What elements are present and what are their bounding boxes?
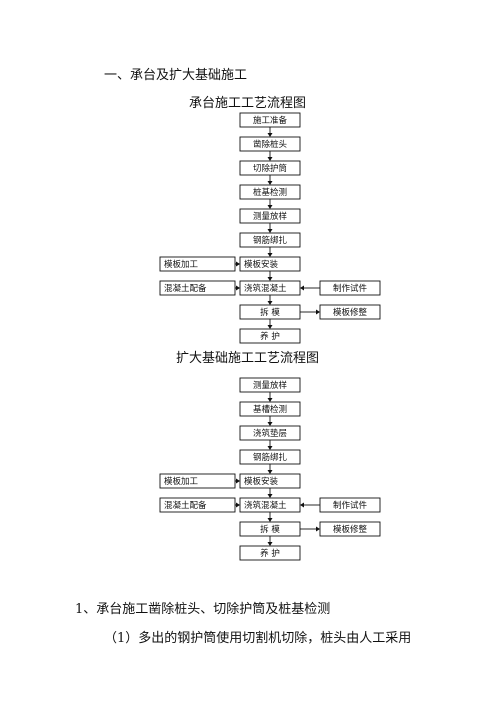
flowchart2-right-input-1-label: 制作试件	[333, 500, 368, 511]
flowchart1-arrow-5-head	[267, 229, 273, 233]
paragraph-text: （1）多出的钢护筒使用切割机切除，桩头由人工采用	[104, 631, 412, 646]
flowchart2-arrow-4-head	[267, 470, 273, 474]
flowchart2-step-8-box	[239, 545, 301, 561]
flowchart2-right-arrow-2-head	[316, 526, 320, 532]
flowchart1-arrow-7-head	[267, 277, 273, 281]
flowchart2-left-input-1-label: 模板加工	[164, 476, 199, 487]
flowchart1-step-4-label: 桩基检测	[253, 187, 287, 198]
flowchart2-right-arrow-1-head	[300, 502, 304, 508]
flowchart2-arrow-7-head	[267, 542, 273, 546]
flowchart2-left-input-2-label: 混凝土配备	[164, 500, 207, 511]
flowchart1-step-5-label: 测量放样	[253, 211, 288, 222]
flowchart1-step-10-label: 养 护	[260, 331, 280, 342]
flowchart2-right-input-2-label: 模板修整	[333, 524, 368, 535]
flowchart2-step-8-label: 养 护	[260, 548, 280, 559]
flowchart1-step-3-label: 切除护筒	[253, 163, 287, 174]
flowchart1-right-arrow-2-head	[316, 309, 320, 315]
flowchart1-arrow-2-head	[267, 157, 273, 161]
flowchart2-arrow-3-head	[267, 446, 273, 450]
flowchart1-left-arrow-2-head	[236, 285, 240, 291]
flowchart1-right-input-1-label: 制作试件	[333, 283, 368, 294]
flowchart1-right-arrow-1-head	[300, 285, 304, 291]
flowchart2-left-arrow-1-head	[236, 478, 240, 484]
flowchart2-step-2-label: 基槽检测	[253, 404, 287, 415]
flowchart2-title: 扩大基础施工工艺流程图	[176, 351, 320, 366]
flowchart2-left-arrow-2-head	[236, 502, 240, 508]
flowchart2-arrow-1-head	[267, 398, 273, 402]
flowchart1-step-8-label: 浇筑混凝土	[244, 283, 287, 294]
flowchart2-arrow-2-head	[267, 422, 273, 426]
flowchart1-left-arrow-1-head	[236, 261, 240, 267]
flowchart2-step-4-label: 钢筋绑扎	[253, 452, 288, 463]
flowchart1-step-2-label: 凿除桩头	[253, 139, 288, 150]
flowchart2-step-3-label: 浇筑垫层	[253, 428, 287, 439]
flowchart2-step-1-label: 测量放样	[253, 380, 288, 391]
section-heading: 一、承台及扩大基础施工	[104, 68, 248, 83]
flowchart2-step-6-label: 浇筑混凝土	[244, 500, 287, 511]
flowchart1-right-input-2-label: 模板修整	[333, 307, 368, 318]
flowchart1-arrow-1-head	[267, 133, 273, 137]
flowchart1-arrow-6-head	[267, 253, 273, 257]
flowchart1-arrow-9-head	[267, 325, 273, 329]
flowchart2-step-7-label: 拆 模	[260, 524, 280, 535]
flowchart2-arrow-6-head	[267, 518, 273, 522]
flowchart1-step-10-box	[239, 328, 301, 344]
flowchart2-arrow-5-head	[267, 494, 273, 498]
flowchart1-left-input-1-label: 模板加工	[164, 259, 199, 270]
flowchart1-step-7-label: 模板安装	[244, 259, 279, 270]
flowchart1-title: 承台施工工艺流程图	[189, 96, 307, 111]
subsection-heading: 1、承台施工凿除桩头、切除护筒及桩基检测	[75, 602, 331, 617]
flowchart1-step-6-label: 钢筋绑扎	[253, 235, 288, 246]
flowchart1-arrow-4-head	[267, 205, 273, 209]
flowchart1-left-input-2-label: 混凝土配备	[164, 283, 207, 294]
flowchart2-step-5-label: 模板安装	[244, 476, 279, 487]
flowchart1-step-1-label: 施工准备	[253, 115, 288, 126]
flowchart1-arrow-3-head	[267, 181, 273, 185]
flowchart1-arrow-8-head	[267, 301, 273, 305]
flowchart1-step-9-label: 拆 模	[260, 307, 280, 318]
